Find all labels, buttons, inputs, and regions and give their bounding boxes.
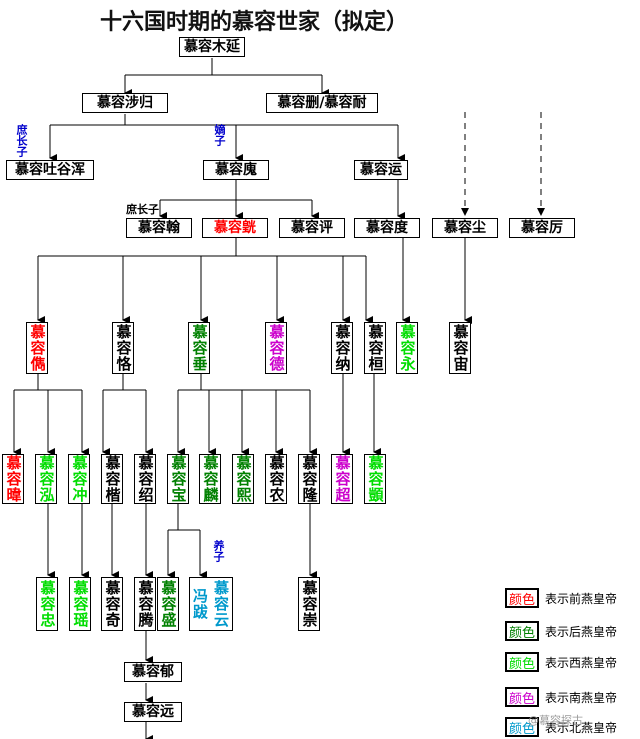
legend-swatch: 颜色 (505, 621, 540, 641)
person-zhong: 慕容忠 (36, 577, 58, 631)
person-han: 慕容翰 (126, 218, 192, 238)
person-yu: 慕容郁 (124, 662, 182, 682)
yun-fengba-box: 慕容云 冯跋 (189, 577, 233, 631)
person-shan-nai: 慕容删/慕容耐 (266, 93, 378, 113)
person-chong: 慕容冲 (68, 454, 90, 504)
person-tuyuhun: 慕容吐谷浑 (6, 160, 94, 180)
person-yong: 慕容永 (396, 322, 418, 374)
person-muyan: 慕容木延 (179, 37, 245, 57)
person-huan: 慕容桓 (364, 322, 386, 374)
person-du: 慕容度 (354, 218, 420, 238)
person-na: 慕容纳 (331, 322, 353, 374)
person-shao: 慕容绍 (134, 454, 156, 504)
legend-label: 表示西燕皇帝 (545, 655, 618, 670)
person-yunn: 慕容云 (212, 580, 230, 628)
person-teng: 慕容腾 (134, 577, 156, 631)
person-hui: 慕容廆 (203, 160, 269, 180)
annotation-shuzhangzi-2: 庶长子 (126, 203, 159, 216)
person-long: 慕容隆 (298, 454, 320, 504)
legend-swatch: 颜色 (505, 687, 540, 707)
person-li: 慕容厉 (509, 218, 575, 238)
person-nong: 慕容农 (265, 454, 287, 504)
person-yao: 慕容瑶 (69, 577, 91, 631)
legend-label: 表示北燕皇帝 (545, 720, 618, 735)
legend-swatch: 颜色 (505, 717, 540, 737)
person-qi: 慕容奇 (101, 577, 123, 631)
annotation-yangzi: 养子 (212, 540, 225, 562)
person-lin: 慕容麟 (199, 454, 221, 504)
person-yun: 慕容运 (354, 160, 408, 180)
legend-label: 表示前燕皇帝 (545, 591, 618, 606)
legend-label: 表示后燕皇帝 (545, 624, 618, 639)
legend-northern-yan: 颜色 表示北燕皇帝 (505, 717, 617, 737)
person-yuan: 慕容远 (124, 702, 182, 722)
person-yi: 慕容顗 (364, 454, 386, 504)
person-zhou: 慕容宙 (449, 322, 471, 374)
person-de: 慕容德 (265, 322, 287, 374)
diagram-title: 十六国时期的慕容世家（拟定） (100, 9, 409, 35)
person-hong: 慕容泓 (35, 454, 57, 504)
person-chao: 慕容超 (331, 454, 353, 504)
person-huang: 慕容皝 (202, 218, 268, 238)
person-shegui: 慕容涉归 (82, 93, 168, 113)
legend-label: 表示南燕皇帝 (545, 690, 618, 705)
legend-western-yan: 颜色 表示西燕皇帝 (505, 652, 617, 672)
legend-southern-yan: 颜色 表示南燕皇帝 (505, 687, 617, 707)
annotation-shuzhangzi-1: 庶长子 (15, 124, 28, 157)
person-chong2: 慕容崇 (298, 577, 320, 631)
person-sheng: 慕容盛 (157, 577, 179, 631)
legend-former-yan: 颜色 表示前燕皇帝 (505, 588, 617, 608)
person-jun: 慕容儁 (26, 322, 48, 374)
person-chen: 慕容尘 (432, 218, 498, 238)
legend-swatch: 颜色 (505, 652, 540, 672)
legend-later-yan: 颜色 表示后燕皇帝 (505, 621, 617, 641)
person-wei: 慕容暐 (2, 454, 24, 504)
person-kai: 慕容楷 (101, 454, 123, 504)
person-xi: 慕容熙 (232, 454, 254, 504)
annotation-dizi: 嫡子 (213, 124, 226, 146)
person-ping: 慕容评 (279, 218, 345, 238)
legend-swatch: 颜色 (505, 588, 540, 608)
person-ke: 慕容恪 (112, 322, 134, 374)
watermark: @慕容探古 (528, 714, 583, 727)
person-chui: 慕容垂 (188, 322, 210, 374)
person-feng-ba: 冯跋 (191, 588, 209, 620)
person-bao: 慕容宝 (167, 454, 189, 504)
